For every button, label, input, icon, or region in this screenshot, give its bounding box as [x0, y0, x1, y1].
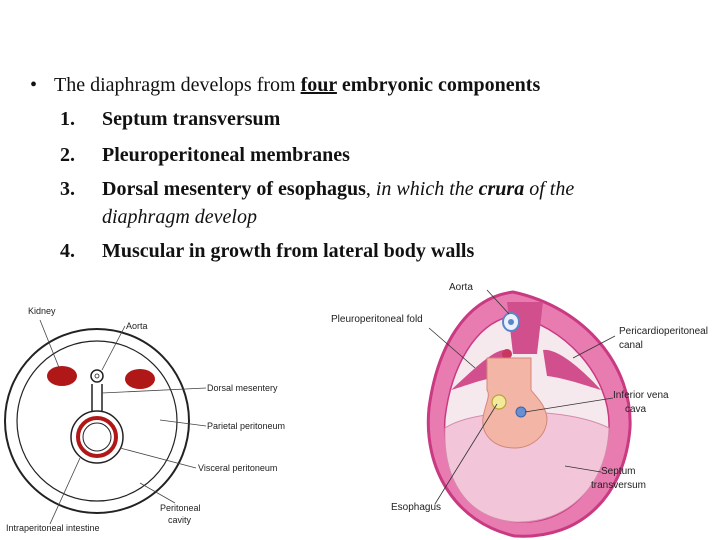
list-italic-2: of the: [524, 178, 575, 200]
dorsal-mesentery-shape: [91, 384, 103, 413]
list-item-3: 3. Dorsal mesentery of esophagus, in whic…: [60, 178, 574, 201]
list-crura: crura: [478, 178, 525, 200]
list-text: Pleuroperitoneal membranes: [102, 144, 350, 166]
body-wall-outer: [4, 328, 190, 514]
label-pleuroperitoneal-fold: Pleuroperitoneal fold: [331, 314, 423, 325]
label-canal: canal: [619, 340, 643, 351]
label-aorta-left: Aorta: [126, 321, 148, 331]
bullet-rest: embryonic components: [336, 74, 541, 96]
list-italic-1: in which the: [375, 178, 479, 200]
bullet-dot: •: [30, 74, 38, 96]
list-item-1: 1. Septum transversum: [60, 108, 280, 131]
list-text: Septum transversum: [102, 108, 281, 130]
kidney-right: [125, 369, 155, 389]
label-kidney: Kidney: [28, 306, 56, 316]
intestine-lumen: [82, 422, 112, 452]
inferior-vena-cava-shape: [515, 406, 527, 418]
bullet-intro: • The diaphragm develops from four embryo…: [30, 74, 540, 97]
label-dorsal-mesentery: Dorsal mesentery: [207, 383, 278, 393]
label-parietal-peritoneum: Parietal peritoneum: [207, 421, 285, 431]
list-item-3-continued: diaphragm develop: [102, 206, 257, 228]
diaphragm-development-diagram: Aorta Pleuroperitoneal fold Pericardiope…: [331, 282, 708, 538]
body-wall-inner: [16, 340, 178, 502]
label-visceral-peritoneum: Visceral peritoneum: [198, 463, 277, 473]
list-number: 1.: [60, 108, 75, 130]
list-item-2: 2. Pleuroperitoneal membranes: [60, 144, 350, 167]
list-number: 3.: [60, 178, 75, 200]
label-inferior-vena: Inferior vena: [613, 390, 669, 401]
list-item-4: 4. Muscular in growth from lateral body w…: [60, 240, 474, 263]
label-cavity: cavity: [168, 515, 192, 525]
bullet-intro-text: The diaphragm develops from: [54, 74, 301, 96]
list-number: 4.: [60, 240, 75, 262]
label-esophagus: Esophagus: [391, 502, 441, 513]
esophagus-lumen: [491, 394, 507, 410]
list-number: 2.: [60, 144, 75, 166]
aorta-lumen: [94, 373, 100, 379]
left-label-lines: [39, 319, 207, 525]
peritoneum-cross-section-diagram: Kidney Aorta Dorsal mesentery Parietal p…: [4, 306, 285, 533]
pleuroperitoneal-fold-right: [543, 349, 601, 390]
label-peritoneal: Peritoneal: [160, 503, 201, 513]
esophagus-shape: [482, 357, 548, 449]
label-aorta-right: Aorta: [449, 282, 473, 293]
aorta-lumen: [508, 319, 514, 325]
label-septum: Septum: [601, 466, 635, 477]
list-comma: ,: [365, 178, 376, 200]
label-pericardioperitoneal: Pericardioperitoneal: [619, 326, 708, 337]
label-cava: cava: [625, 404, 647, 415]
label-intraperitoneal-intestine: Intraperitoneal intestine: [6, 523, 100, 533]
mesentery-node: [502, 349, 512, 359]
label-transversum: transversum: [591, 480, 646, 491]
list-text: Muscular in growth from lateral body wal…: [102, 240, 475, 262]
kidney-left: [47, 366, 77, 386]
list-text: Dorsal mesentery of esophagus: [102, 178, 366, 200]
right-label-lines: [428, 289, 616, 505]
bullet-emphasis: four: [300, 74, 337, 96]
